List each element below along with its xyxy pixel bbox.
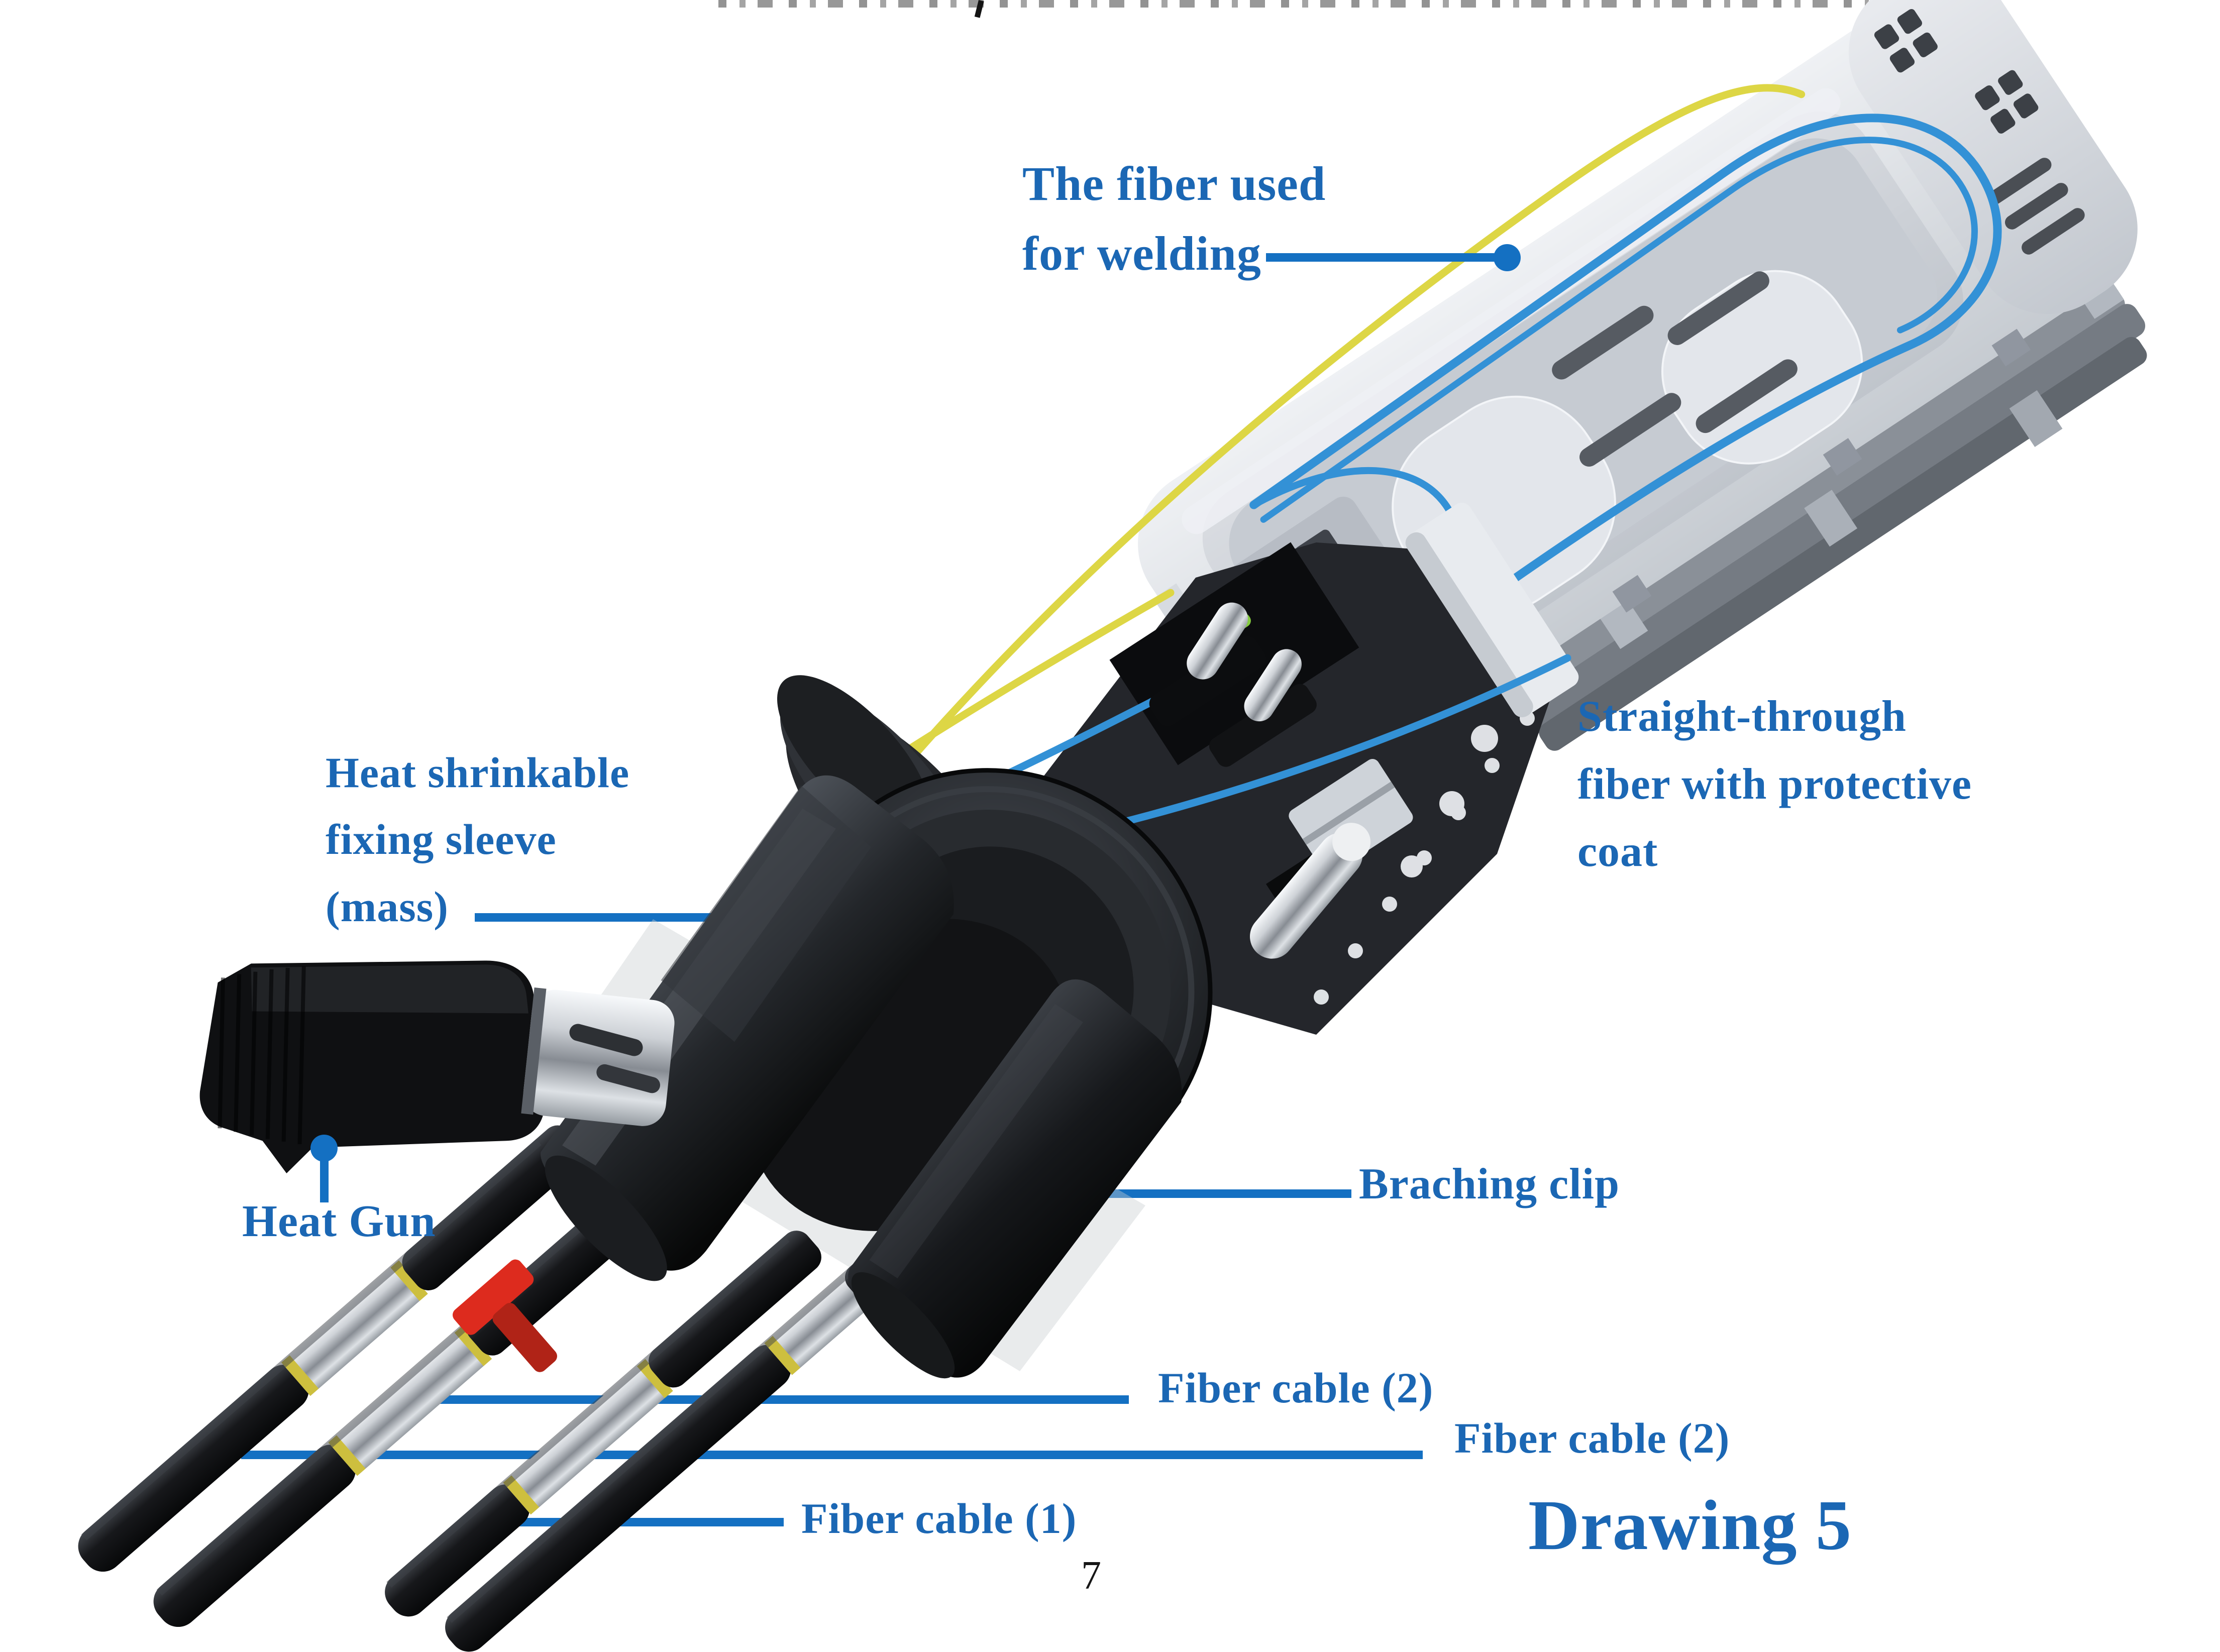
leader-lines-over: [310, 244, 1521, 1202]
label-heat-shrinkable-sleeve: Heat shrinkable fixing sleeve (mass): [326, 748, 630, 931]
label-heat-gun: Heat Gun: [242, 1196, 436, 1246]
label-fiber-cable-2-second: Fiber cable (2): [1454, 1414, 1730, 1462]
label-fiber-used-for-welding: The fiber used for welding: [1022, 157, 1326, 281]
tray-yellow-fiber: [812, 84, 1806, 876]
leader-heat-gun-line: [320, 1148, 329, 1202]
heat-gun-artwork: [199, 960, 675, 1174]
tray-end-cap: [1849, 0, 2138, 314]
leader-fiber-cable-2b: [241, 1451, 1423, 1459]
label-straight-through-fiber: Straight-through fiber with protective c…: [1577, 692, 1972, 876]
leader-fiber-cable-1: [502, 1518, 784, 1526]
clipped-text-remnant: [718, 0, 1869, 8]
leader-fiber-cable-2a: [435, 1395, 1129, 1404]
label-braching-clip: Braching clip: [1359, 1160, 1620, 1208]
leader-fiber-welding: [1266, 253, 1501, 262]
fiber-cable-1-artwork: [78, 1125, 584, 1572]
label-fiber-cable-1: Fiber cable (1): [801, 1494, 1077, 1543]
fiber-cable-3-artwork: [385, 1231, 821, 1617]
vent-slots: [1552, 271, 1798, 467]
label-fiber-cable-2-first: Fiber cable (2): [1158, 1364, 1434, 1412]
heat-gun-nozzle: [521, 987, 675, 1126]
red-clip: [452, 1259, 557, 1372]
leader-fiber-welding-dot: [1494, 244, 1521, 271]
figure-caption: Drawing 5: [1528, 1485, 1852, 1565]
page-number: 7: [1081, 1554, 1101, 1598]
shrink-boot-small: [848, 979, 1182, 1379]
fixing-bolts: [1149, 602, 1413, 959]
